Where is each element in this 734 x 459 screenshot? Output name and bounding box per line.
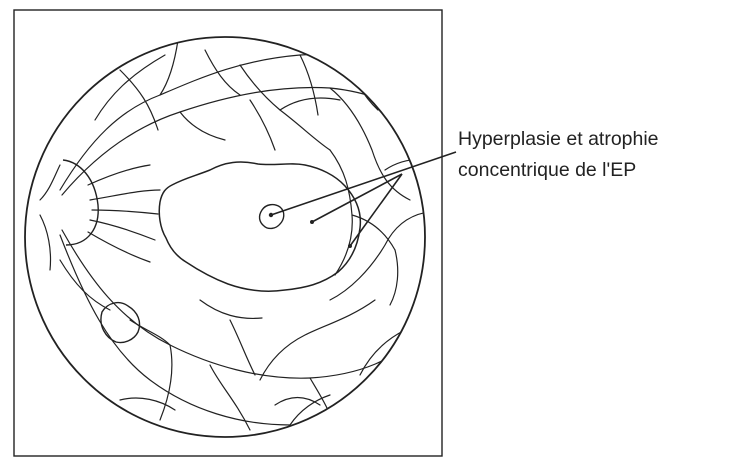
figure-frame bbox=[14, 10, 442, 456]
fundus-outline bbox=[25, 37, 425, 437]
retinal-vessels bbox=[40, 40, 430, 430]
annotation-label: Hyperplasie et atrophie concentrique de … bbox=[458, 124, 728, 186]
annotation-line-1: Hyperplasie et atrophie bbox=[458, 124, 728, 155]
leader-lines bbox=[271, 152, 456, 246]
optic-disc bbox=[63, 160, 98, 245]
leader-dot-margin bbox=[348, 244, 352, 248]
leader-dot-zone bbox=[310, 220, 314, 224]
annotation-line-2: concentrique de l'EP bbox=[458, 155, 728, 186]
atrophy-zone-outline bbox=[159, 162, 360, 291]
